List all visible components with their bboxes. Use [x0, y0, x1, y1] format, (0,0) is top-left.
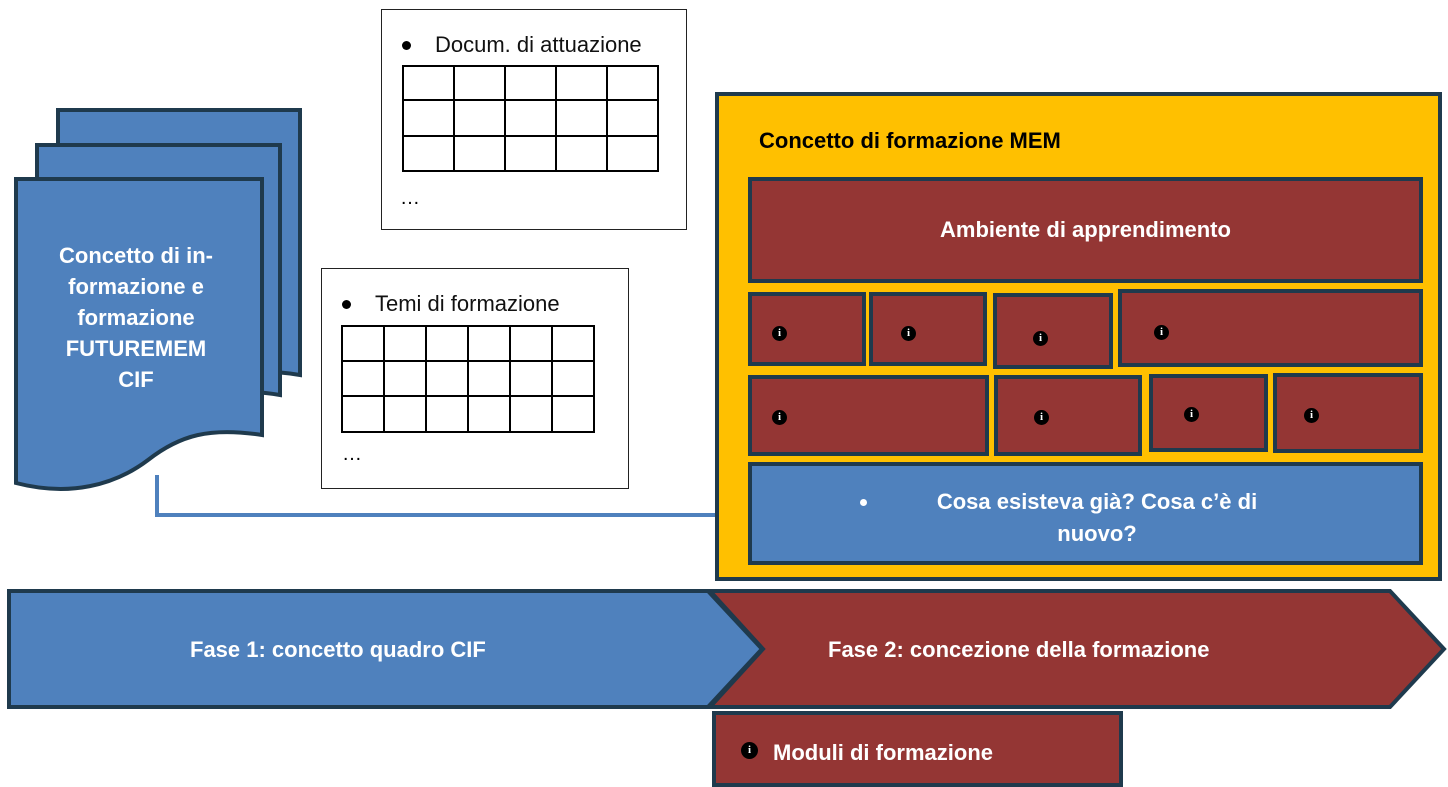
- bullet-dot-icon: [402, 40, 411, 50]
- info-icon: i: [1034, 410, 1049, 425]
- info-icon: i: [1304, 408, 1319, 423]
- info-icon: i: [1184, 407, 1199, 422]
- card-attuazione-bullet: Docum. di attuazione: [402, 32, 642, 58]
- ambiente-label: Ambiente di apprendimento: [940, 217, 1231, 242]
- info-block: i: [1118, 289, 1423, 367]
- ambiente-box: Ambiente di apprendimento: [748, 177, 1423, 283]
- card-temi-label: Temi di formazione: [375, 291, 560, 316]
- info-block: i: [1149, 374, 1268, 452]
- info-block: i: [748, 292, 866, 366]
- phase-2-label: Fase 2: concezione della formazione: [828, 637, 1210, 662]
- info-icon: i: [901, 326, 916, 341]
- info-block: i: [869, 292, 987, 366]
- info-block: i: [748, 375, 989, 456]
- card-attuazione: Docum. di attuazione …: [381, 9, 687, 230]
- card-attuazione-label: Docum. di attuazione: [435, 32, 642, 57]
- doc-page-front: [14, 177, 264, 491]
- bullet-dot-icon: [860, 499, 867, 506]
- info-icon: i: [772, 326, 787, 341]
- card-temi: Temi di formazione …: [321, 268, 629, 489]
- info-block: i: [993, 293, 1113, 369]
- mem-panel-title: Concetto di formazione MEM: [759, 128, 1061, 153]
- doc-stack-label: Concetto di in- formazione e formazione …: [59, 243, 213, 392]
- existing-vs-new-box: Cosa esisteva già? Cosa c’è di nuovo?: [748, 462, 1423, 565]
- info-icon: i: [772, 410, 787, 425]
- phase-1-label: Fase 1: concetto quadro CIF: [190, 637, 486, 662]
- bullet-dot-icon: [342, 299, 351, 309]
- phase-arrows: [7, 589, 1447, 709]
- info-block: i: [1273, 373, 1423, 453]
- info-icon: i: [1154, 325, 1169, 340]
- info-block: i: [994, 375, 1142, 456]
- temi-grid: [341, 325, 595, 433]
- card-attuazione-ellipsis: …: [400, 187, 421, 209]
- existing-vs-new-text: Cosa esisteva già? Cosa c’è di nuovo?: [936, 489, 1258, 546]
- moduli-box: i Moduli di formazione: [712, 711, 1123, 787]
- phase-1-arrow: [7, 589, 765, 709]
- info-icon: i: [741, 742, 758, 759]
- info-icon: i: [1033, 331, 1048, 346]
- moduli-label: Moduli di formazione: [773, 740, 993, 765]
- card-temi-bullet: Temi di formazione: [342, 291, 560, 317]
- attuazione-grid: [402, 65, 659, 172]
- card-temi-ellipsis: …: [342, 443, 363, 465]
- doc-stack: [14, 108, 302, 491]
